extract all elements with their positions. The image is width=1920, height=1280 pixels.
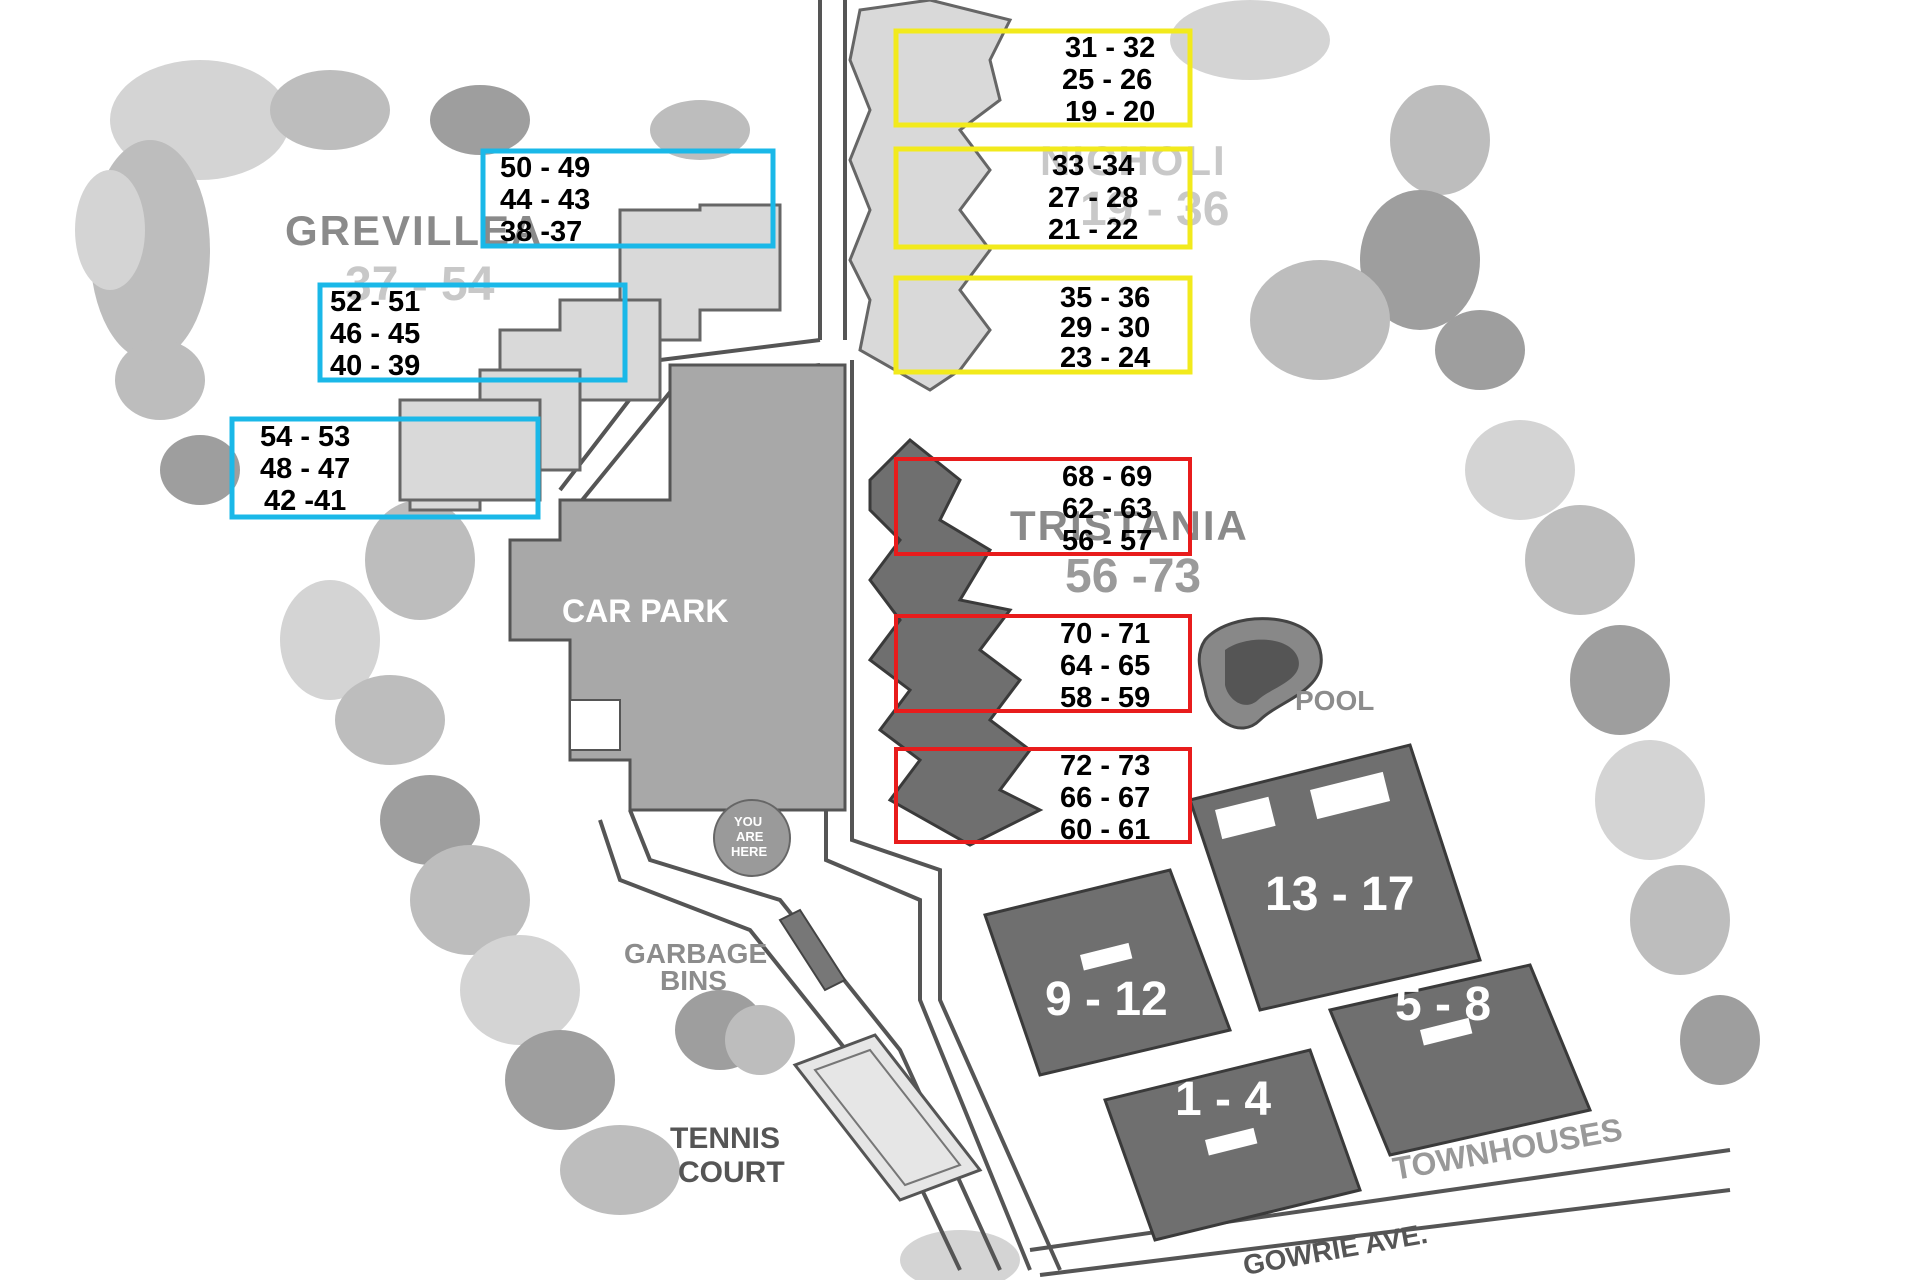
rec-room-label-line3: & SPA [576,733,603,743]
unit-range: 52 - 51 [330,286,420,318]
townhouse-block-13-17: 13 - 17 [1265,868,1414,921]
you-are-here-line2: ARE [736,829,764,844]
rec-room-label-line2: ROOM [576,719,604,729]
unit-range: 33 -34 [1052,150,1134,182]
unit-range: 21 - 22 [1048,214,1138,246]
unit-box-yellow-2[interactable]: 33 -34 27 - 28 21 - 22 [893,146,1193,250]
area-name-nicholi: NICHOLI [1040,137,1227,184]
garbage-bins-line1: GARBAGE [624,938,767,969]
unit-box-yellow-3[interactable]: 35 - 36 29 - 30 23 - 24 [893,275,1193,375]
unit-box-cyan-2[interactable]: 52 - 51 46 - 45 40 - 39 [317,282,628,383]
unit-range: 50 - 49 [500,152,590,184]
area-name-tristania: TRISTANIA [1010,502,1249,549]
unit-range: 29 - 30 [1060,312,1150,344]
unit-box-red-1[interactable]: 68 - 69 62 - 63 56 - 57 [894,457,1192,557]
unit-range: 66 - 67 [1060,782,1150,814]
area-range-tristania: 56 -73 [1065,550,1201,603]
unit-range: 19 - 20 [1065,96,1155,128]
townhouse-block-1-4: 1 - 4 [1175,1073,1271,1126]
unit-range: 54 - 53 [260,421,350,453]
unit-range: 25 - 26 [1062,64,1152,96]
unit-range: 38 -37 [500,216,582,248]
you-are-here-line3: HERE [731,844,767,859]
nicholi-buildings [848,0,1013,392]
unit-range: 58 - 59 [1060,682,1150,714]
unit-range: 42 -41 [264,485,346,517]
townhouse-block-9-12: 9 - 12 [1045,973,1168,1026]
unit-range: 62 - 63 [1062,493,1152,525]
unit-range: 35 - 36 [1060,282,1150,314]
unit-box-cyan-3[interactable]: 54 - 53 48 - 47 42 -41 [229,416,541,520]
pool [1197,617,1323,730]
you-are-here-line1: YOU [734,814,762,829]
grevillea-buildings [398,203,782,512]
townhouse-buildings [983,743,1593,1242]
unit-range: 56 - 57 [1062,525,1152,557]
townhouse-block-5-8: 5 - 8 [1395,978,1491,1031]
unit-box-cyan-1[interactable]: 50 - 49 44 - 43 38 -37 [480,148,776,249]
foliage [75,0,1760,1280]
unit-range: 48 - 47 [260,453,350,485]
unit-range: 27 - 28 [1048,182,1138,214]
area-range-nicholi: 19 - 36 [1080,183,1229,236]
car-park-label: CAR PARK [562,593,729,629]
garbage-bins-line2: BINS [660,965,727,996]
tennis-court-line2: COURT [678,1156,785,1189]
unit-box-red-3[interactable]: 72 - 73 66 - 67 60 - 61 [894,747,1192,846]
unit-range: 31 - 32 [1065,32,1155,64]
tristania-buildings [867,437,1044,847]
unit-range: 40 - 39 [330,350,420,382]
tennis-court-drawing [792,1033,983,1202]
street-label: GOWRIE AVE. [1241,1218,1430,1280]
unit-range: 64 - 65 [1060,650,1150,682]
you-are-here-marker [713,799,791,877]
unit-range: 70 - 71 [1060,618,1150,650]
unit-range: 60 - 61 [1060,814,1150,846]
garbage-bin-shape [778,908,847,992]
pool-label: POOL [1295,685,1374,716]
unit-range: 44 - 43 [500,184,590,216]
unit-range: 68 - 69 [1062,461,1152,493]
rec-room-label-line1: REC [580,707,600,717]
unit-box-red-2[interactable]: 70 - 71 64 - 65 58 - 59 [894,614,1192,714]
car-park-building [508,363,847,812]
unit-range: 46 - 45 [330,318,420,350]
unit-range: 72 - 73 [1060,750,1150,782]
unit-range: 23 - 24 [1060,342,1150,374]
unit-box-yellow-1[interactable]: 31 - 32 25 - 26 19 - 20 [893,28,1193,128]
tennis-court-line1: TENNIS [670,1122,780,1155]
